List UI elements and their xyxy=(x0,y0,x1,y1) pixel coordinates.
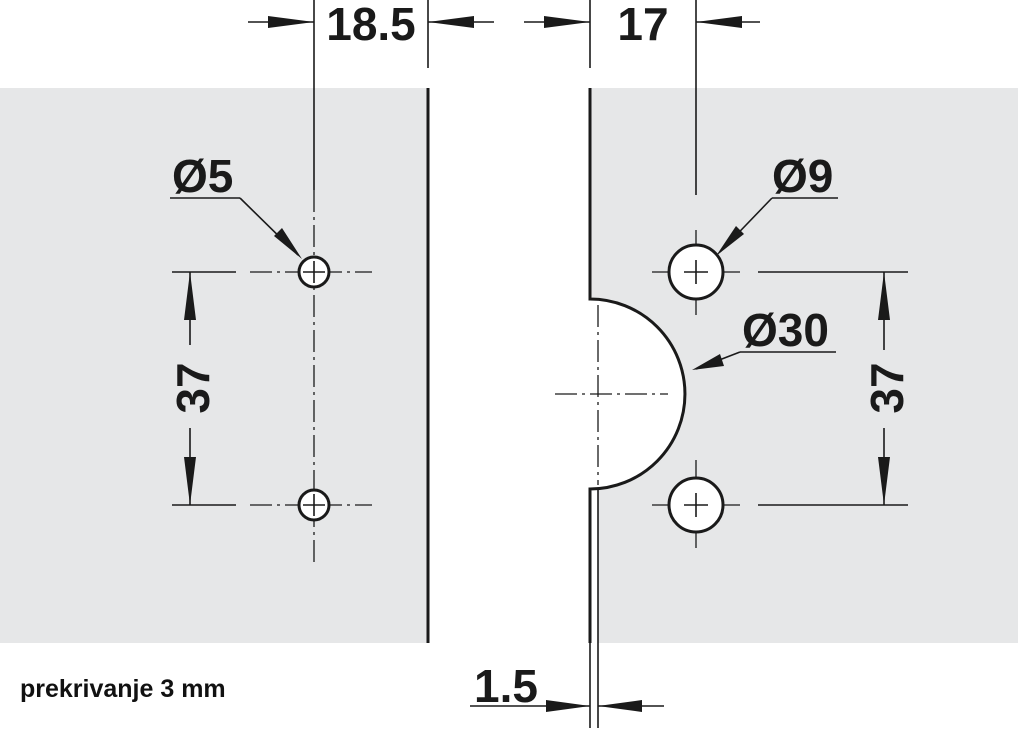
right-spacing-arrow-top xyxy=(878,272,890,320)
gap-label: 1.5 xyxy=(474,660,538,712)
left-edge-offset-label: 18.5 xyxy=(326,0,416,50)
left-hole-spacing-label: 37 xyxy=(167,362,219,413)
left-spacing-arrow-top xyxy=(184,272,196,320)
left-hole-diameter-label: Ø5 xyxy=(172,150,233,202)
right-offset-arrow-right xyxy=(696,16,742,28)
left-spacing-arrow-bottom xyxy=(184,457,196,505)
edge-offset-arrow-left xyxy=(268,16,314,28)
right-spacing-arrow-bottom xyxy=(878,457,890,505)
right-hole-spacing-label: 37 xyxy=(861,362,913,413)
right-panel-edge xyxy=(588,88,687,643)
cup-diameter-label: Ø30 xyxy=(742,304,829,356)
gap-arrow-right xyxy=(598,700,642,712)
cup-leader-arrow xyxy=(692,354,724,370)
right-edge-offset-label: 17 xyxy=(617,0,668,50)
left-door-panel xyxy=(0,88,428,643)
right-hole-diameter-label: Ø9 xyxy=(772,150,833,202)
right-hole-leader-arrow xyxy=(716,226,744,256)
left-hole-leader-arrow xyxy=(274,228,302,259)
overlay-caption: prekrivanje 3 mm xyxy=(20,675,226,703)
gap-arrow-left xyxy=(546,700,590,712)
right-offset-arrow-left xyxy=(544,16,590,28)
edge-offset-arrow-right xyxy=(428,16,474,28)
